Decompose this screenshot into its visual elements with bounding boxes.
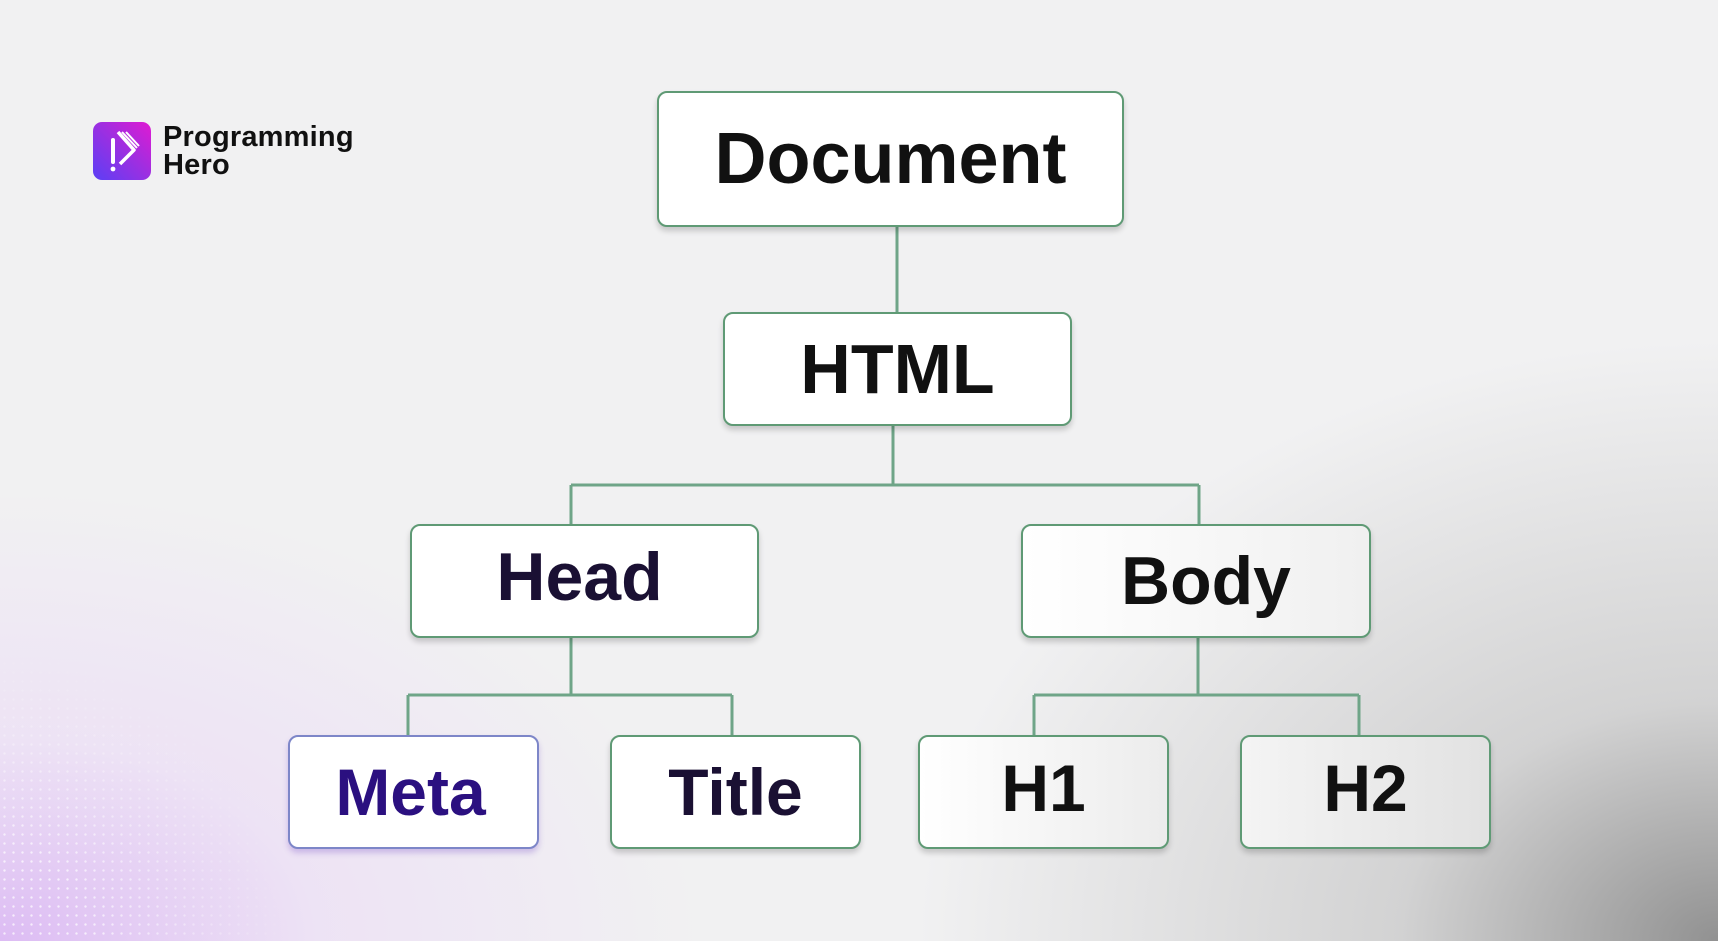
node-html-label: HTML [800, 330, 995, 408]
node-title: Title [610, 735, 861, 849]
node-document-label: Document [714, 119, 1067, 199]
node-head: Head [410, 524, 759, 638]
node-html: HTML [723, 312, 1072, 426]
node-body-label: Body [1121, 543, 1291, 619]
node-h2-label: H2 [1323, 751, 1408, 825]
node-meta: Meta [288, 735, 539, 849]
node-h1-label: H1 [1001, 751, 1086, 825]
node-title-label: Title [668, 755, 803, 829]
brand-name-line1: Programming [163, 121, 354, 153]
brand-logo: Programming Hero [93, 122, 354, 180]
node-h2: H2 [1240, 735, 1491, 849]
node-meta-label: Meta [335, 755, 486, 829]
brand-name-line2: Hero [163, 149, 230, 181]
node-h1: H1 [918, 735, 1169, 849]
node-document: Document [657, 91, 1124, 227]
node-head-label: Head [496, 539, 663, 615]
brand-name: Programming Hero [163, 121, 354, 181]
node-body: Body [1021, 524, 1371, 638]
play-exclamation-icon [93, 122, 151, 180]
